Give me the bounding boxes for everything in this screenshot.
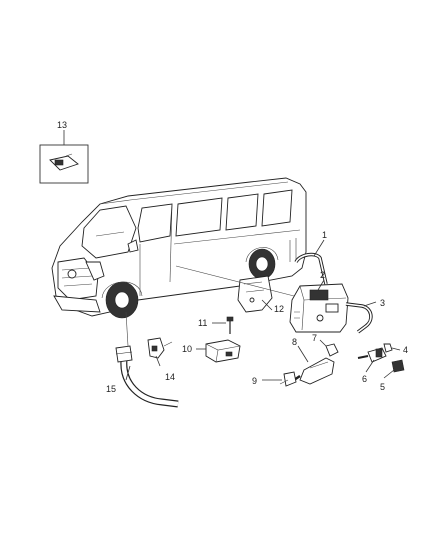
damper-part (391, 359, 405, 373)
callout-14: 14 (165, 372, 175, 382)
callout-4: 4 (403, 345, 408, 355)
sensor-clip-part (279, 371, 297, 387)
fitting-part (383, 343, 393, 353)
callout-6: 6 (362, 374, 367, 384)
exhaust-pipe-part (345, 302, 373, 334)
callout-10: 10 (182, 344, 192, 354)
bolt-part (226, 316, 234, 334)
callout-12: 12 (274, 304, 284, 314)
callout-3: 3 (380, 298, 385, 308)
callout-15: 15 (106, 384, 116, 394)
coolant-hose-part (115, 345, 179, 408)
callout-8: 8 (292, 337, 297, 347)
callout-13: 13 (57, 120, 67, 130)
callout-5: 5 (380, 382, 385, 392)
muffler-part (293, 357, 335, 385)
bracket-part (237, 275, 273, 313)
callout-11: 11 (198, 318, 207, 328)
control-module-part (205, 339, 241, 363)
heater-unit-part (289, 283, 349, 333)
key-fob-part (39, 144, 89, 184)
callout-9: 9 (252, 376, 257, 386)
van-illustration (51, 177, 307, 319)
fuel-pump-part (357, 347, 387, 363)
hose-part (294, 252, 328, 285)
callout-1: 1 (322, 230, 327, 240)
clamp-part (325, 343, 339, 357)
callout-2: 2 (320, 270, 325, 280)
valve-part (147, 337, 173, 359)
callout-7: 7 (312, 333, 317, 343)
